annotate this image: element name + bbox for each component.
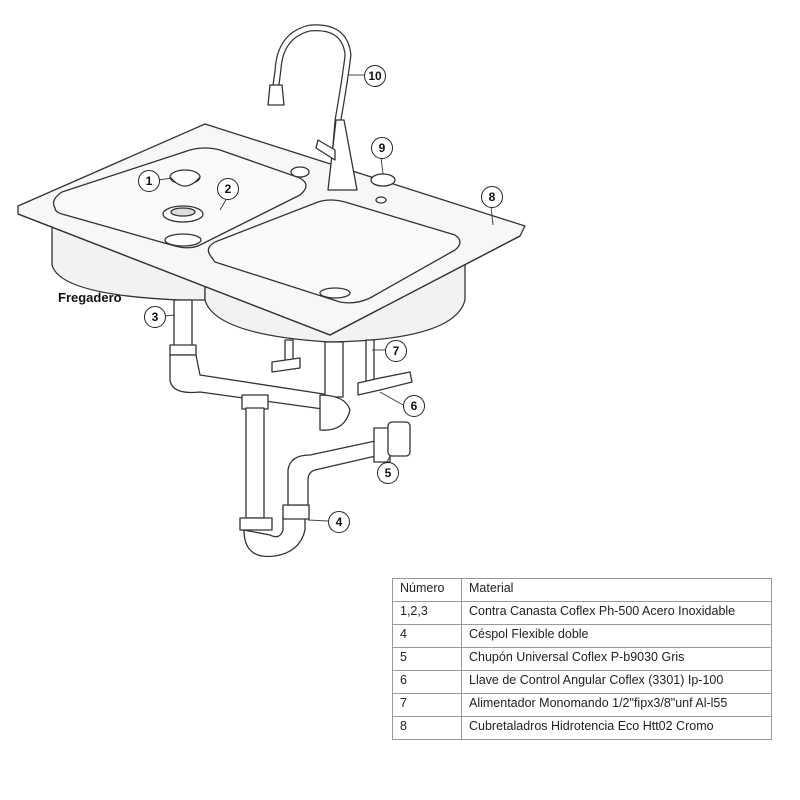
cell-material: Céspol Flexible doble: [461, 624, 772, 648]
cell-numero: 1,2,3: [392, 601, 462, 625]
cell-numero: 6: [392, 670, 462, 694]
callout-1: 1: [138, 170, 160, 192]
diagram-title: Fregadero: [58, 290, 122, 305]
cell-material: Alimentador Monomando 1/2"fipx3/8"unf Al…: [461, 693, 772, 717]
callout-3: 3: [144, 306, 166, 328]
callout-10: 10: [364, 65, 386, 87]
left-bowl: [52, 147, 307, 249]
callout-8: 8: [481, 186, 503, 208]
table-header-row: Número Material: [392, 578, 772, 602]
cell-numero: 8: [392, 716, 462, 740]
header-material: Material: [461, 578, 772, 602]
header-numero: Número: [392, 578, 462, 602]
callout-5: 5: [377, 462, 399, 484]
callout-4: 4: [328, 511, 350, 533]
callout-6: 6: [403, 395, 425, 417]
cell-material: Contra Canasta Coflex Ph-500 Acero Inoxi…: [461, 601, 772, 625]
callout-2: 2: [217, 178, 239, 200]
drain-pipes: [169, 299, 413, 558]
cell-numero: 5: [392, 647, 462, 671]
cell-numero: 7: [392, 693, 462, 717]
right-bowl: [207, 199, 461, 304]
callout-9: 9: [371, 137, 393, 159]
cell-material: Cubretaladros Hidrotencia Eco Htt02 Crom…: [461, 716, 772, 740]
cell-numero: 4: [392, 624, 462, 648]
sink-illustration: [17, 24, 526, 558]
cell-material: Llave de Control Angular Coflex (3301) I…: [461, 670, 772, 694]
callout-7: 7: [385, 340, 407, 362]
cell-material: Chupón Universal Coflex P-b9030 Gris: [461, 647, 772, 671]
